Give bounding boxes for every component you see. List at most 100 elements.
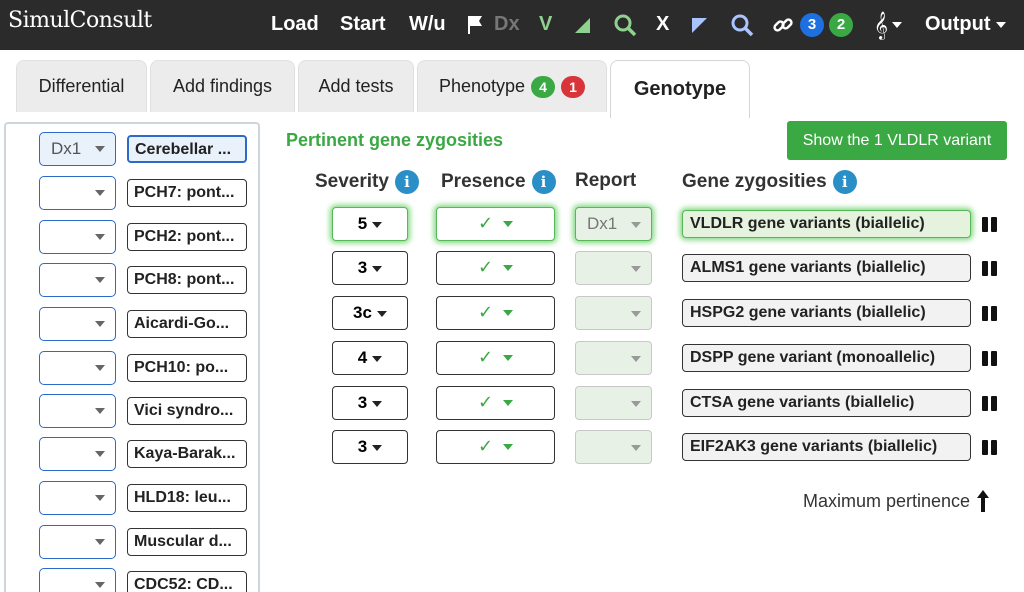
report-dropdown[interactable] — [575, 341, 652, 375]
dropdown-value: Dx1 — [51, 139, 82, 158]
disease-button[interactable]: Aicardi-Go... — [127, 310, 247, 338]
top-toolbar: SimulConsult Load Start W/u Dx V X 3 2 𝄞… — [0, 0, 1024, 50]
gene-zygosity-button[interactable]: ALMS1 gene variants (biallelic) — [682, 254, 971, 282]
chevron-down-icon — [631, 445, 641, 451]
disease-button[interactable]: Muscular d... — [127, 528, 247, 556]
pause-icon[interactable] — [982, 306, 998, 321]
tab-label: Phenotype — [438, 76, 526, 96]
pause-icon[interactable] — [982, 261, 998, 276]
report-dropdown[interactable] — [575, 251, 652, 285]
gene-zygosity-button[interactable]: VLDLR gene variants (biallelic) — [682, 210, 971, 238]
disease-button[interactable]: PCH8: pont... — [127, 266, 247, 294]
severity-dropdown[interactable]: 3c — [332, 296, 408, 330]
show-variant-button[interactable]: Show the 1 VLDLR variant — [787, 121, 1007, 160]
search-green-icon[interactable] — [612, 12, 638, 38]
presence-dropdown[interactable]: ✓ — [436, 341, 555, 375]
chevron-down-icon — [372, 444, 383, 451]
diagnosis-dropdown[interactable] — [39, 351, 116, 385]
severity-dropdown[interactable]: 5 — [332, 207, 408, 241]
info-icon[interactable]: i — [531, 170, 556, 194]
search-blue-icon[interactable] — [729, 12, 755, 38]
presence-dropdown[interactable]: ✓ — [436, 207, 555, 241]
diagnosis-dropdown[interactable] — [39, 220, 116, 254]
gene-zygosity-button[interactable]: CTSA gene variants (biallelic) — [682, 389, 971, 417]
disease-button[interactable]: Vici syndro... — [127, 397, 247, 425]
disease-button[interactable]: HLD18: leu... — [127, 484, 247, 512]
info-icon[interactable]: i — [832, 170, 857, 194]
diagnosis-dropdown[interactable] — [39, 176, 116, 210]
disease-button[interactable]: PCH10: po... — [127, 354, 247, 382]
list-item: PCH10: po... — [6, 351, 258, 385]
flag-icon[interactable] — [465, 12, 485, 38]
clef-icon: 𝄞 — [873, 11, 889, 39]
diagnosis-dropdown[interactable]: Dx1 — [39, 132, 116, 166]
workup-button[interactable]: W/u — [409, 13, 446, 35]
diagnosis-dropdown[interactable] — [39, 437, 116, 471]
diagnosis-dropdown[interactable] — [39, 568, 116, 592]
severity-dropdown[interactable]: 3 — [332, 430, 408, 464]
report-dropdown[interactable] — [575, 386, 652, 420]
list-item: Muscular d... — [6, 525, 258, 559]
diagnosis-dropdown[interactable] — [39, 263, 116, 297]
count-badge-green: 2 — [829, 13, 853, 37]
chevron-down-icon — [376, 310, 387, 317]
report-dropdown[interactable]: Dx1 — [575, 207, 652, 241]
tab-add-tests[interactable]: Add tests — [298, 60, 414, 112]
tab-differential[interactable]: Differential — [16, 60, 147, 112]
link-badge-green[interactable]: 2 — [826, 12, 856, 38]
tab-phenotype[interactable]: Phenotype 4 1 — [417, 60, 607, 112]
arrow-up-icon — [977, 490, 990, 512]
link-badge-blue[interactable]: 3 — [797, 12, 827, 38]
triangle-green-icon[interactable] — [571, 12, 593, 38]
pause-icon[interactable] — [982, 217, 998, 232]
chevron-down-icon — [631, 401, 641, 407]
load-button[interactable]: Load — [271, 13, 319, 35]
clef-menu[interactable]: 𝄞 — [868, 11, 908, 39]
v-button[interactable]: V — [539, 13, 553, 35]
report-dropdown[interactable] — [575, 296, 652, 330]
presence-dropdown[interactable]: ✓ — [436, 251, 555, 285]
chevron-down-icon — [95, 277, 105, 283]
app-logo[interactable]: SimulConsult — [8, 8, 152, 33]
tab-label: Genotype — [633, 78, 727, 100]
disease-button[interactable]: PCH7: pont... — [127, 179, 247, 207]
chevron-down-icon — [631, 356, 641, 362]
severity-dropdown[interactable]: 3 — [332, 251, 408, 285]
tab-genotype[interactable]: Genotype — [610, 60, 750, 118]
severity-dropdown[interactable]: 3 — [332, 386, 408, 420]
gene-zygosity-button[interactable]: EIF2AK3 gene variants (biallelic) — [682, 433, 971, 461]
severity-dropdown[interactable]: 4 — [332, 341, 408, 375]
column-label: Gene zygosities — [682, 171, 827, 192]
disease-button[interactable]: CDC52: CD... — [127, 571, 247, 592]
dx-button[interactable]: Dx — [494, 13, 520, 35]
max-pertinence-label: Maximum pertinence — [803, 489, 990, 513]
presence-dropdown[interactable]: ✓ — [436, 296, 555, 330]
output-menu[interactable]: Output — [925, 10, 1007, 38]
start-button[interactable]: Start — [340, 13, 386, 35]
gene-zygosity-button[interactable]: DSPP gene variant (monoallelic) — [682, 344, 971, 372]
gene-zygosity-button[interactable]: HSPG2 gene variants (biallelic) — [682, 299, 971, 327]
diagnosis-dropdown[interactable] — [39, 481, 116, 515]
table-row: 4 ✓ DSPP gene variant (monoallelic) — [0, 341, 1024, 375]
presence-dropdown[interactable]: ✓ — [436, 430, 555, 464]
diagnosis-dropdown[interactable] — [39, 525, 116, 559]
check-icon: ✓ — [477, 347, 494, 368]
pause-icon[interactable] — [982, 440, 998, 455]
info-icon[interactable]: i — [394, 170, 419, 194]
tab-add-findings[interactable]: Add findings — [150, 60, 295, 112]
tab-label: Differential — [38, 76, 125, 96]
diagnosis-dropdown[interactable] — [39, 394, 116, 428]
presence-dropdown[interactable]: ✓ — [436, 386, 555, 420]
disease-button[interactable]: Kaya-Barak... — [127, 440, 247, 468]
pause-icon[interactable] — [982, 351, 998, 366]
x-button[interactable]: X — [656, 13, 670, 35]
check-icon: ✓ — [477, 213, 494, 234]
link-icon[interactable] — [771, 12, 795, 38]
diagnosis-dropdown[interactable] — [39, 307, 116, 341]
report-dropdown[interactable] — [575, 430, 652, 464]
disease-button[interactable]: PCH2: pont... — [127, 223, 247, 251]
pause-icon[interactable] — [982, 396, 998, 411]
disease-button[interactable]: Cerebellar ... — [127, 135, 247, 163]
triangle-blue-icon[interactable] — [688, 12, 710, 38]
